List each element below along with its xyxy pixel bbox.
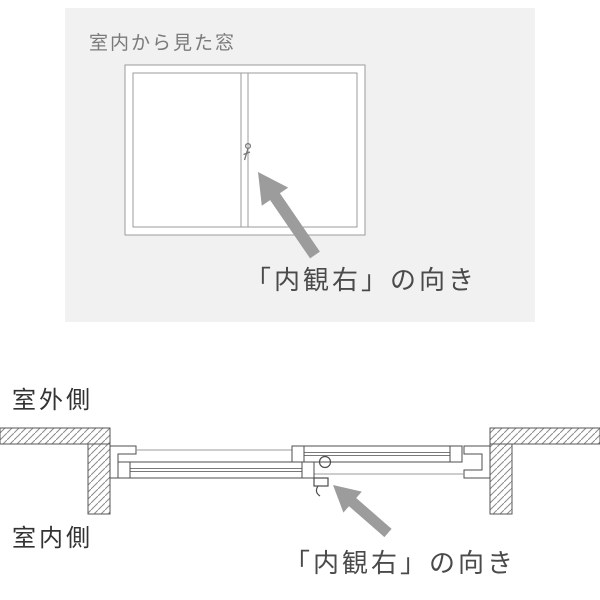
wall-hatching xyxy=(0,427,600,515)
direction-arrow-icon xyxy=(258,172,320,259)
orientation-caption-top: 「内観右」の向き xyxy=(245,266,478,296)
crescent-lock-section-icon xyxy=(313,455,332,497)
panel-title: 室内から見た窓 xyxy=(89,32,237,54)
direction-arrow-icon xyxy=(333,485,392,538)
indoor-side-label: 室内側 xyxy=(12,524,93,552)
frame-track-lines xyxy=(136,449,464,475)
crescent-lock-icon xyxy=(243,142,252,161)
window-frame xyxy=(124,64,366,236)
outdoor-side-label: 室外側 xyxy=(12,386,93,414)
interior-view-panel: 室内から見た窓 「内観右」の向き xyxy=(65,8,535,322)
cross-section-drawing xyxy=(0,427,600,538)
orientation-caption-bottom: 「内観右」の向き xyxy=(284,549,517,579)
inner-sash-section xyxy=(117,461,315,479)
outer-sash-section xyxy=(291,445,463,463)
window-elevation-drawing xyxy=(124,64,366,259)
